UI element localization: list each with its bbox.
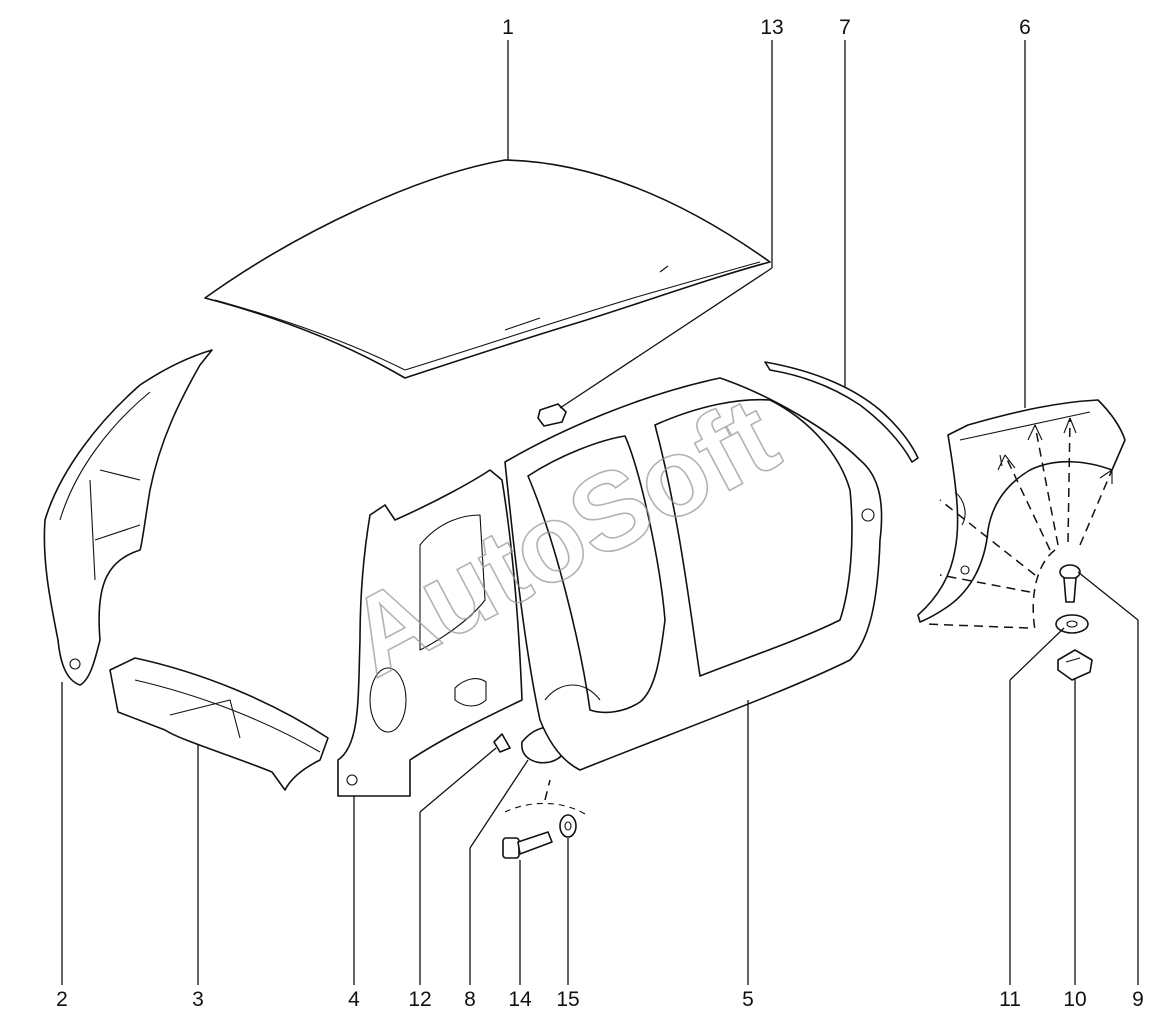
callout-14: 14 (508, 988, 532, 1011)
fender-fastener-arrows (924, 417, 1113, 631)
leader-lines (61, 40, 1139, 985)
callout-2: 2 (56, 988, 68, 1011)
callout-15: 15 (556, 988, 579, 1011)
part-front-side-frame (43, 349, 213, 686)
part-rear-cross-member (109, 657, 329, 791)
callout-12: 12 (408, 988, 431, 1011)
callout-3: 3 (192, 988, 204, 1011)
part-screw-9 (1059, 564, 1081, 603)
callout-4: 4 (348, 988, 360, 1011)
part-rear-quarter-panel (337, 469, 523, 797)
part-plug-12 (493, 733, 511, 753)
part-bolt-14 (502, 831, 553, 859)
callout-9: 9 (1132, 988, 1144, 1011)
part-washer-15 (559, 814, 577, 838)
callout-labels: 1 2 3 4 5 6 7 8 9 10 11 12 13 14 15 (56, 16, 1144, 1011)
callout-7: 7 (839, 16, 851, 39)
callout-8: 8 (464, 988, 476, 1011)
callout-13: 13 (760, 16, 783, 39)
part-clip-nut-10 (1057, 649, 1093, 681)
part-roof-rail-trim (764, 361, 919, 463)
fastener-group-arc (504, 802, 589, 817)
callout-6: 6 (1019, 16, 1031, 39)
part-roof-panel (204, 159, 771, 379)
callout-5: 5 (742, 988, 754, 1011)
part-front-fender (917, 399, 1126, 623)
part-bracket-13 (537, 403, 567, 427)
callout-10: 10 (1063, 988, 1086, 1011)
part-body-side-panel (504, 377, 883, 771)
callout-1: 1 (502, 16, 514, 39)
fastener-arrow-8 (544, 779, 551, 801)
callout-11: 11 (999, 988, 1021, 1011)
